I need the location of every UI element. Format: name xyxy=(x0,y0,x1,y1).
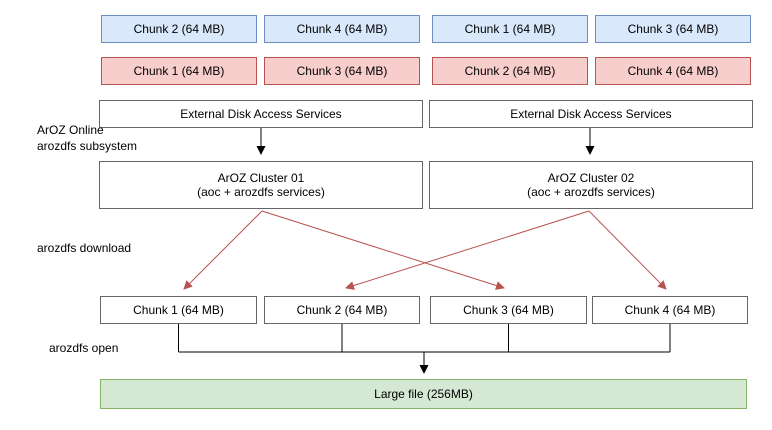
subsystem-label-line2: arozdfs subsystem xyxy=(37,139,138,153)
remote-blue-chunk-3: Chunk 1 (64 MB) xyxy=(432,15,588,43)
cluster1-services: (aoc + arozdfs services) xyxy=(197,185,325,199)
subsystem-label: ArOZ Online arozdfs subsystem xyxy=(37,122,137,154)
cluster2-services: (aoc + arozdfs services) xyxy=(527,185,655,199)
cluster1-name: ArOZ Cluster 01 xyxy=(217,171,305,185)
remote-red-chunk-1: Chunk 1 (64 MB) xyxy=(101,57,257,85)
remote-blue-chunk-2: Chunk 4 (64 MB) xyxy=(264,15,420,43)
cluster-box-2: ArOZ Cluster 02 (aoc + arozdfs services) xyxy=(429,161,753,209)
cluster1-to-chunk1-arrow xyxy=(183,210,263,290)
download-chunk-2: Chunk 2 (64 MB) xyxy=(264,296,420,324)
edas-box-2: External Disk Access Services xyxy=(429,100,753,128)
edas-box-1: External Disk Access Services xyxy=(99,100,423,128)
cluster2-name: ArOZ Cluster 02 xyxy=(547,171,635,185)
remote-red-chunk-3: Chunk 2 (64 MB) xyxy=(432,57,588,85)
download-chunk-3: Chunk 3 (64 MB) xyxy=(430,296,587,324)
remote-blue-chunk-4: Chunk 3 (64 MB) xyxy=(595,15,751,43)
cluster2-to-chunk2-arrow xyxy=(345,210,590,290)
large-file-box: Large file (256MB) xyxy=(100,379,747,409)
subsystem-label-line1: ArOZ Online xyxy=(37,123,104,137)
cluster1-to-chunk3-arrow xyxy=(261,210,505,290)
remote-blue-chunk-1: Chunk 2 (64 MB) xyxy=(101,15,257,43)
cluster2-to-chunk4-arrow xyxy=(588,210,667,290)
download-chunk-4: Chunk 4 (64 MB) xyxy=(592,296,748,324)
download-chunk-1: Chunk 1 (64 MB) xyxy=(100,296,257,324)
download-label: arozdfs download xyxy=(37,241,132,255)
remote-red-chunk-4: Chunk 4 (64 MB) xyxy=(595,57,751,85)
cluster-box-1: ArOZ Cluster 01 (aoc + arozdfs services) xyxy=(99,161,423,209)
remote-red-chunk-2: Chunk 3 (64 MB) xyxy=(264,57,420,85)
open-label: arozdfs open xyxy=(49,341,119,355)
